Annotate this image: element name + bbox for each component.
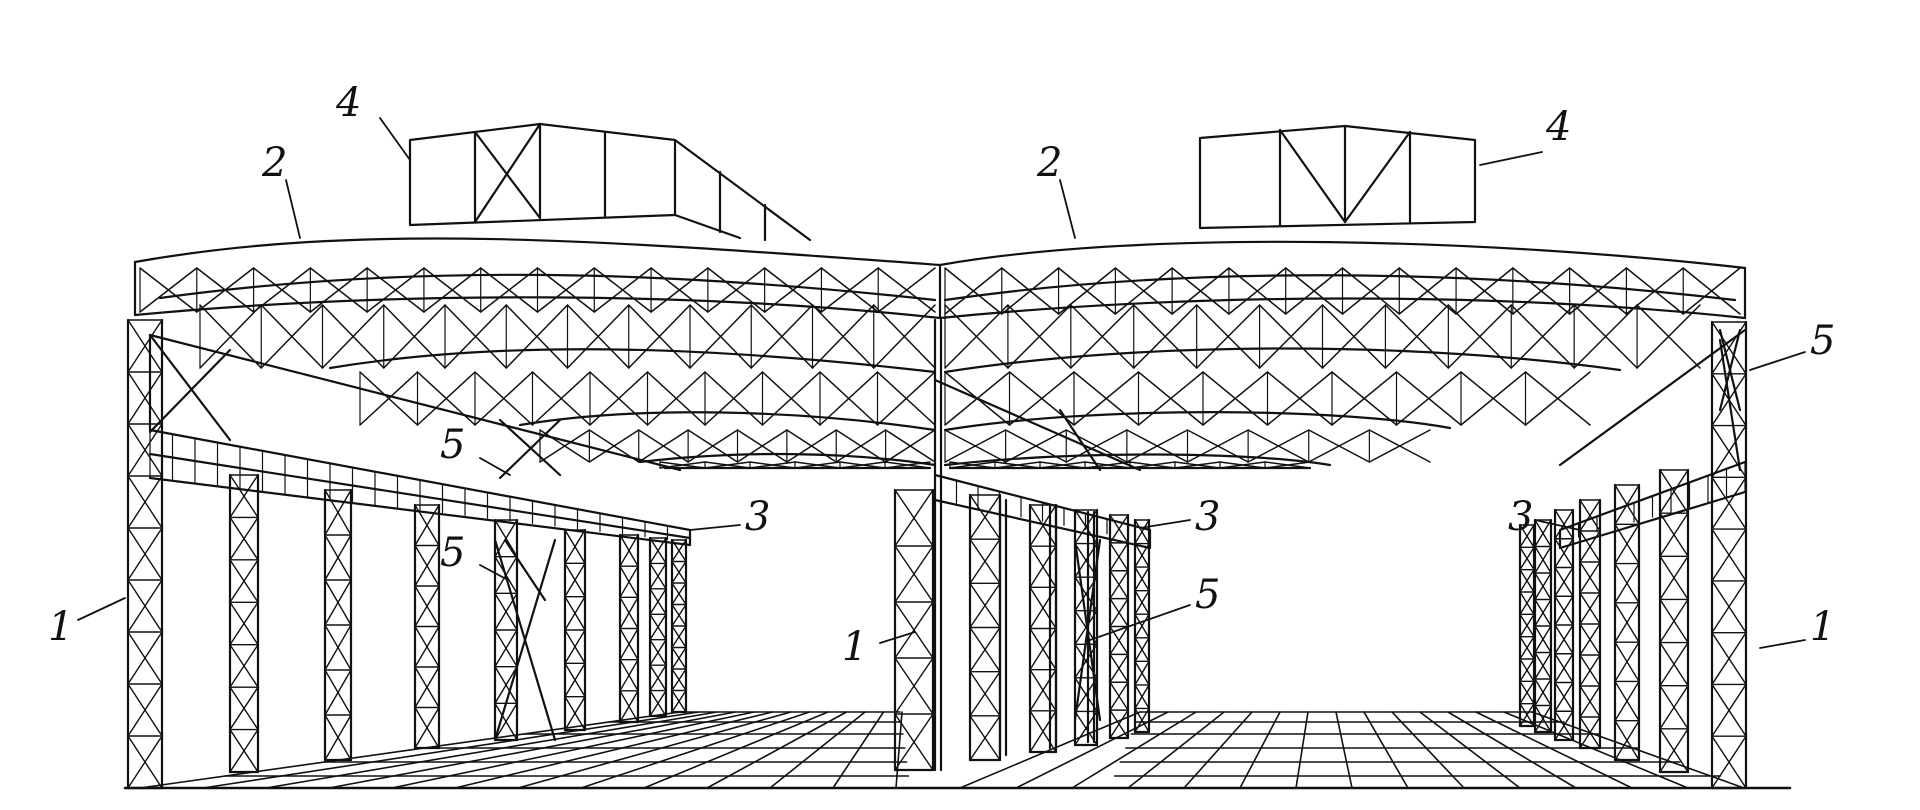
upper-wall-middle xyxy=(933,378,1142,472)
floor-grid xyxy=(123,711,1792,790)
column-right-3 xyxy=(1578,498,1602,750)
column-left-6 xyxy=(618,533,640,724)
column-left-7 xyxy=(648,536,668,718)
column-left-2 xyxy=(323,488,353,762)
crane-beam-middle xyxy=(933,473,1152,550)
bracing xyxy=(493,338,1742,742)
label-crane-beam-middle: 3 xyxy=(1195,494,1220,540)
column-right-1 xyxy=(1658,468,1690,774)
label-crane-beam-right: 3 xyxy=(1508,494,1533,540)
leader-lines xyxy=(77,117,1806,649)
label-bracing-right: 5 xyxy=(1810,318,1835,364)
column-right-0 xyxy=(1710,320,1748,790)
upper-wall-right xyxy=(1558,328,1747,467)
crane-beam-left xyxy=(148,428,692,547)
skylight-right xyxy=(1198,124,1477,230)
label-bracing-middle: 5 xyxy=(1195,572,1220,618)
column-left-5 xyxy=(563,528,587,732)
column-right-6 xyxy=(1518,523,1536,728)
roof-truss xyxy=(133,237,1747,470)
label-bracing-lower-left: 5 xyxy=(440,530,465,576)
label-skylight-left: 4 xyxy=(335,80,361,126)
label-bracing-upper-left: 5 xyxy=(440,422,465,468)
column-middle-5 xyxy=(1133,518,1151,734)
label-column-right: 1 xyxy=(1810,604,1835,650)
post-middle-0 xyxy=(933,318,943,772)
label-column-left: 1 xyxy=(48,604,73,650)
column-right-4 xyxy=(1553,508,1575,742)
column-left-1 xyxy=(228,473,260,774)
column-middle-4 xyxy=(1108,513,1130,740)
callout-labels: 1 2 4 3 5 5 1 2 3 5 4 3 5 1 xyxy=(48,80,1835,670)
label-skylight-right: 4 xyxy=(1545,104,1571,150)
column-middle-1 xyxy=(968,493,1002,762)
post-middle-2 xyxy=(1048,503,1058,750)
column-left-8 xyxy=(670,538,688,714)
skylight-left xyxy=(408,122,812,242)
crane-beam-right xyxy=(1558,460,1747,550)
column-left-0 xyxy=(126,318,164,790)
label-truss-left: 2 xyxy=(261,140,287,186)
label-crane-beam-left: 3 xyxy=(745,494,770,540)
column-right-5 xyxy=(1533,518,1553,734)
column-left-3 xyxy=(413,503,441,750)
upper-wall-left xyxy=(148,333,682,480)
label-truss-right: 2 xyxy=(1036,140,1062,186)
label-column-middle: 1 xyxy=(842,624,867,670)
post-middle-1 xyxy=(998,498,1008,757)
column-middle-2 xyxy=(1028,503,1058,754)
